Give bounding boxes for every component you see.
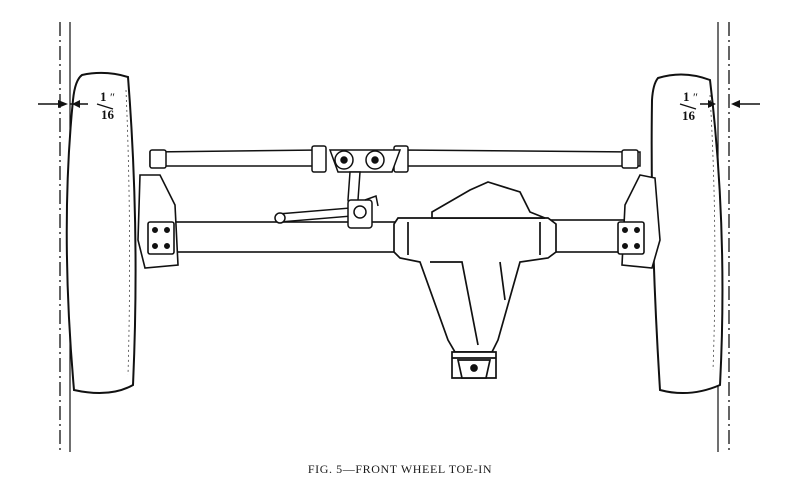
right-tire [650, 73, 724, 395]
left-dimension-mark: ″ [110, 90, 115, 104]
right-dimension-denominator: 16 [682, 108, 696, 123]
right-fraction-bar [679, 103, 697, 110]
left-tire [65, 71, 137, 395]
figure-caption: FIG. 5—FRONT WHEEL TOE-IN [307, 462, 493, 476]
tie-rod [149, 145, 641, 173]
axle-beam-right [549, 219, 631, 253]
tie-rod-right [399, 149, 641, 167]
left-steering-knuckle [137, 174, 179, 269]
right-steering-knuckle [617, 174, 661, 269]
differential-housing [393, 181, 557, 379]
left-dimension-whole: 1 [100, 89, 107, 104]
axle-housing [174, 219, 631, 253]
right-dimension-mark: ″ [693, 90, 698, 104]
axle-beam-left [174, 221, 401, 253]
drag-link [274, 194, 379, 229]
left-toe-in-dimension: 1 16 ″ [38, 89, 115, 122]
tie-rod-left [149, 149, 321, 167]
differential-cover [431, 181, 546, 219]
left-tire-shading [125, 89, 130, 376]
right-tire-shading [709, 94, 716, 371]
left-dimension-denominator: 16 [101, 107, 115, 122]
right-toe-in-dimension: 1 16 ″ [679, 89, 760, 123]
right-dimension-whole: 1 [683, 89, 690, 104]
left-fraction-bar [96, 103, 114, 110]
